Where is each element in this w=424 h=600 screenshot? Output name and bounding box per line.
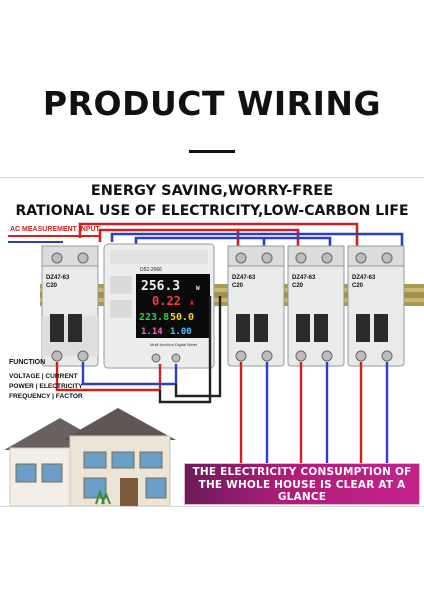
bottom-wires (55, 296, 389, 463)
headline-rational-use: RATIONAL USE OF ELECTRICITY,LOW-CARBON L… (15, 203, 409, 219)
breaker-rating-label: C20 (352, 283, 364, 289)
lcd-power-unit: W (196, 285, 200, 292)
function-row-2: POWER | ELECTRICITY (9, 383, 83, 390)
meter-model: D52-2066 (140, 267, 162, 273)
consumption-banner: THE ELECTRICITY CONSUMPTION OF THE WHOLE… (184, 463, 420, 505)
ac-input-neutral-line (8, 241, 63, 243)
breaker-model-label: DZ47-63 (292, 275, 316, 281)
digital-meter: D52-2066 256.3 W 0.22 A 223.8 50.0 1.14 … (103, 243, 215, 369)
ac-measurement-input-label: AC MEASUREMENT INPUT (10, 226, 100, 233)
banner-text: THE ELECTRICITY CONSUMPTION OF THE WHOLE… (192, 466, 412, 503)
branch-breaker-1: DZ47-63 C20 (227, 245, 285, 367)
wiring-diagram: DZ47-63 C20 D52-2066 256.3 W 0.22 A 223.… (4, 222, 424, 506)
lcd-current-unit: A (190, 300, 194, 307)
branch-breaker-2: DZ47-63 C20 (287, 245, 345, 367)
function-title: FUNCTION (9, 359, 46, 366)
meter-lcd (136, 274, 210, 338)
breaker-rating-label: C20 (292, 283, 304, 289)
lcd-energy: 1.14 (141, 327, 163, 337)
function-row-3: FREQUENCY | FACTOR (9, 393, 83, 400)
breaker-model-label: DZ47-63 (352, 275, 376, 281)
lcd-frequency: 50.0 (170, 312, 194, 323)
lcd-current: 0.22 (152, 294, 181, 308)
breaker-model-label: DZ47-63 (232, 275, 256, 281)
headline-energy-saving: ENERGY SAVING,WORRY-FREE (90, 183, 334, 199)
lcd-power: 256.3 (141, 279, 180, 294)
breaker-model-label: DZ47-63 (46, 275, 70, 281)
breaker-rating-label: C20 (232, 283, 244, 289)
wiring-panel: ENERGY SAVING,WORRY-FREE RATIONAL USE OF… (0, 177, 424, 507)
lcd-voltage: 223.8 (139, 312, 169, 323)
meter-subtitle: Multi-function Digital Meter (150, 342, 198, 347)
branch-breaker-3: DZ47-63 C20 (347, 245, 405, 367)
ac-input-phase-line (8, 235, 100, 237)
lcd-factor: 1.00 (170, 327, 192, 337)
house-illustration (4, 408, 176, 506)
breaker-rating-label: C20 (46, 283, 58, 289)
function-row-1: VOLTAGE | CURRENT (9, 373, 78, 380)
input-breaker: DZ47-63 C20 (41, 245, 99, 367)
title-divider (189, 150, 235, 153)
page-title: PRODUCT WIRING (42, 84, 382, 123)
